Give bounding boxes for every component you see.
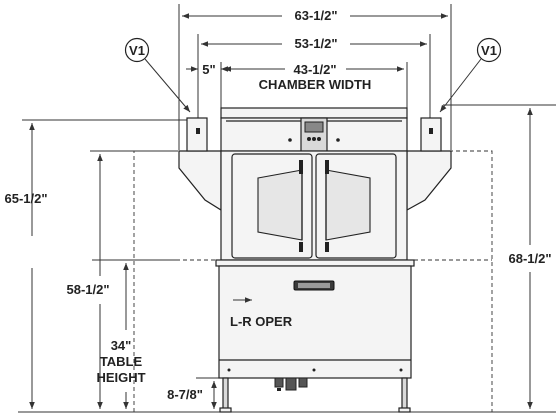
vent-right-label: V1 xyxy=(481,43,497,58)
mid-height-dimension: 58-1/2" xyxy=(66,154,110,409)
chamber-width-label: CHAMBER WIDTH xyxy=(259,77,372,92)
operation-label: L-R OPER xyxy=(230,314,293,329)
table-height-value: 34" xyxy=(111,338,132,353)
table-height-label-line1: TABLE xyxy=(100,354,143,369)
drain-fittings xyxy=(274,377,308,391)
right-side-shelf xyxy=(406,150,452,212)
chamber-width-value: 43-1/2" xyxy=(293,62,336,77)
top-hood xyxy=(220,107,408,119)
overall-width-label: 63-1/2" xyxy=(294,8,337,23)
table-height-label-line2: HEIGHT xyxy=(96,370,145,385)
side-offset-dimension: 5" xyxy=(186,62,233,77)
leg-height-dimension: 8-7/8" xyxy=(167,381,217,409)
dishwasher-machine: L-R OPER xyxy=(178,107,452,413)
overall-width-dimension: 63-1/2" xyxy=(178,4,452,150)
right-height-dimension: 68-1/2" xyxy=(508,108,552,409)
cabinet-top-rail xyxy=(215,259,415,267)
wash-chamber xyxy=(220,150,408,261)
left-door-window xyxy=(257,169,303,241)
left-vent-stack xyxy=(186,117,208,152)
leg-front-right xyxy=(401,377,408,411)
leg-front-left xyxy=(222,377,229,411)
chamber-width-dimension: 43-1/2" CHAMBER WIDTH xyxy=(220,62,408,108)
vent-callout-left: V1 xyxy=(124,37,191,113)
right-door-window xyxy=(325,169,371,241)
vent-callout-right: V1 xyxy=(439,37,502,113)
mid-height-label: 58-1/2" xyxy=(66,282,109,297)
side-offset-label: 5" xyxy=(202,62,215,77)
inner-width-label: 53-1/2" xyxy=(294,36,337,51)
vent-left-label: V1 xyxy=(129,43,145,58)
table-height-dimension: 34" TABLE HEIGHT xyxy=(96,263,146,409)
clearance-outline xyxy=(133,150,493,412)
leg-height-label: 8-7/8" xyxy=(167,387,203,402)
left-height-label: 65-1/2" xyxy=(4,191,47,206)
left-side-shelf xyxy=(178,150,222,212)
right-height-label: 68-1/2" xyxy=(508,251,551,266)
inner-width-dimension: 53-1/2" xyxy=(197,34,431,118)
right-door xyxy=(315,153,397,259)
left-door xyxy=(231,153,313,259)
left-height-dimension: 65-1/2" xyxy=(4,123,48,409)
right-vent-stack xyxy=(420,117,442,152)
